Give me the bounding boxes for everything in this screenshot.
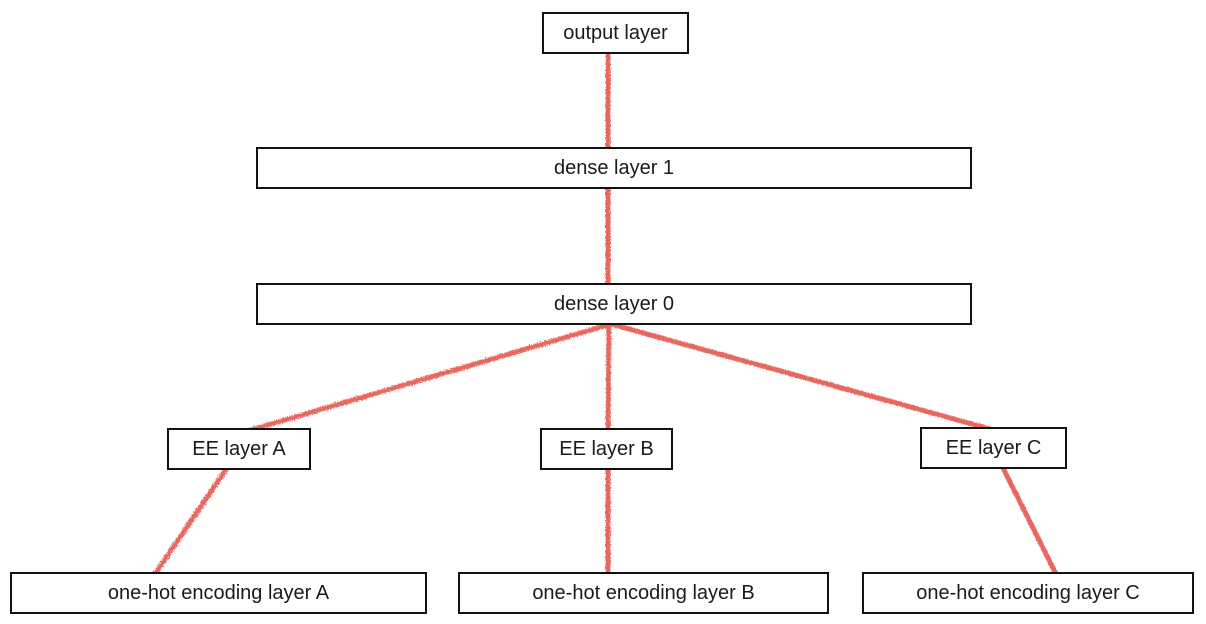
node-output-layer: output layer — [542, 12, 689, 54]
node-label: one-hot encoding layer A — [107, 581, 330, 604]
node-ee-layer-c: EE layer C — [920, 427, 1067, 469]
edge-ee-c-to-onehot-c — [1000, 465, 1059, 577]
node-ee-layer-b: EE layer B — [540, 428, 673, 470]
edge-dense0-to-ee-a — [248, 321, 614, 433]
node-label: one-hot encoding layer C — [916, 581, 1140, 604]
node-label: dense layer 0 — [553, 292, 675, 315]
node-label: one-hot encoding layer B — [532, 581, 755, 604]
node-dense-layer-1: dense layer 1 — [256, 147, 972, 189]
node-ee-layer-a: EE layer A — [167, 428, 311, 470]
node-label: EE layer A — [192, 437, 286, 460]
node-one-hot-encoding-layer-b: one-hot encoding layer B — [458, 572, 829, 614]
node-label: EE layer B — [559, 437, 654, 460]
edge-dense0-to-ee-c — [608, 321, 993, 432]
node-label: EE layer C — [945, 436, 1042, 459]
node-one-hot-encoding-layer-a: one-hot encoding layer A — [10, 572, 427, 614]
node-label: dense layer 1 — [553, 156, 675, 179]
node-one-hot-encoding-layer-c: one-hot encoding layer C — [862, 572, 1194, 614]
node-dense-layer-0: dense layer 0 — [256, 283, 972, 325]
edge-ee-a-to-onehot-a — [152, 465, 230, 577]
node-label: output layer — [563, 21, 668, 44]
edge-dense0-to-ee-b — [605, 321, 612, 433]
